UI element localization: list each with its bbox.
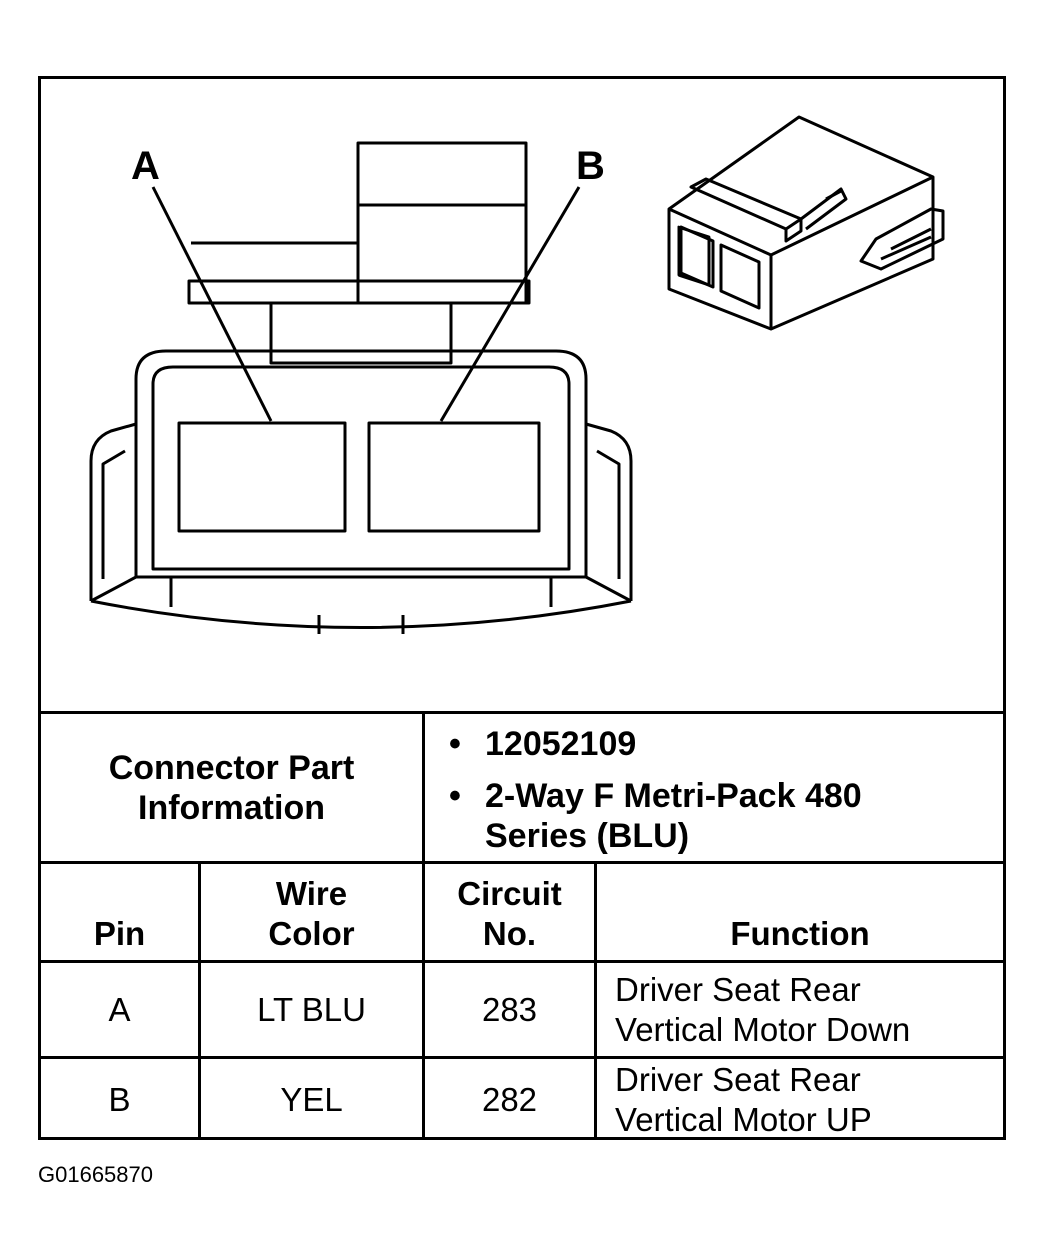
circuit-cell: 282 <box>425 1059 597 1140</box>
bullet-icon: • <box>449 777 461 815</box>
connector-info-values: • 12052109 • 2-Way F Metri-Pack 480 Seri… <box>425 714 1003 861</box>
connector-body <box>89 349 633 634</box>
circuit-cell: 283 <box>425 963 597 1056</box>
pin-cell: A <box>41 963 201 1056</box>
connector-latch <box>187 141 531 365</box>
pin-table: Pin Wire Color Circuit No. Function A LT… <box>41 861 1003 1140</box>
connector-info-label-cell: Connector Part Information <box>41 714 425 861</box>
wire-color-cell: LT BLU <box>201 963 425 1056</box>
callout-a: A <box>131 144 160 188</box>
leader-line-b <box>439 186 581 422</box>
header-function: Function <box>730 915 870 952</box>
figure-id: G01665870 <box>38 1162 153 1187</box>
pin-table-header: Pin Wire Color Circuit No. Function <box>41 861 1003 960</box>
connector-diagram-frame: A B Connector Part Information <box>38 76 1006 1140</box>
connector-part-information: Connector Part Information • 12052109 • … <box>41 711 1003 861</box>
function-cell: Driver Seat Rear Vertical Motor UP <box>615 1060 872 1138</box>
bullet-icon: • <box>449 725 461 763</box>
pin-cell: B <box>41 1059 201 1140</box>
connector-info-label: Connector Part Information <box>108 748 355 827</box>
connector-description-item: • 2-Way F Metri-Pack 480 Series (BLU) <box>449 776 905 856</box>
callout-b: B <box>576 144 605 188</box>
cavity-a <box>177 421 347 533</box>
header-pin: Pin <box>41 864 201 960</box>
wire-color-cell: YEL <box>201 1059 425 1140</box>
connector-illustration: A B <box>89 115 945 634</box>
table-row: A LT BLU 283 Driver Seat Rear Vertical M… <box>41 960 1003 1056</box>
connector-isometric-view <box>667 115 945 331</box>
cavity-b <box>367 421 541 533</box>
function-cell: Driver Seat Rear Vertical Motor Down <box>615 970 911 1048</box>
table-row: B YEL 282 Driver Seat Rear Vertical Moto… <box>41 1056 1003 1140</box>
connector-drawing: A B <box>41 79 1003 711</box>
connector-description: 2-Way F Metri-Pack 480 Series (BLU) <box>485 777 862 855</box>
part-number: 12052109 <box>485 725 637 763</box>
header-circuit-no: Circuit No. <box>425 864 597 960</box>
leader-line-a <box>151 186 273 422</box>
part-number-item: • 12052109 <box>449 724 637 764</box>
header-wire-color: Wire Color <box>201 864 425 960</box>
